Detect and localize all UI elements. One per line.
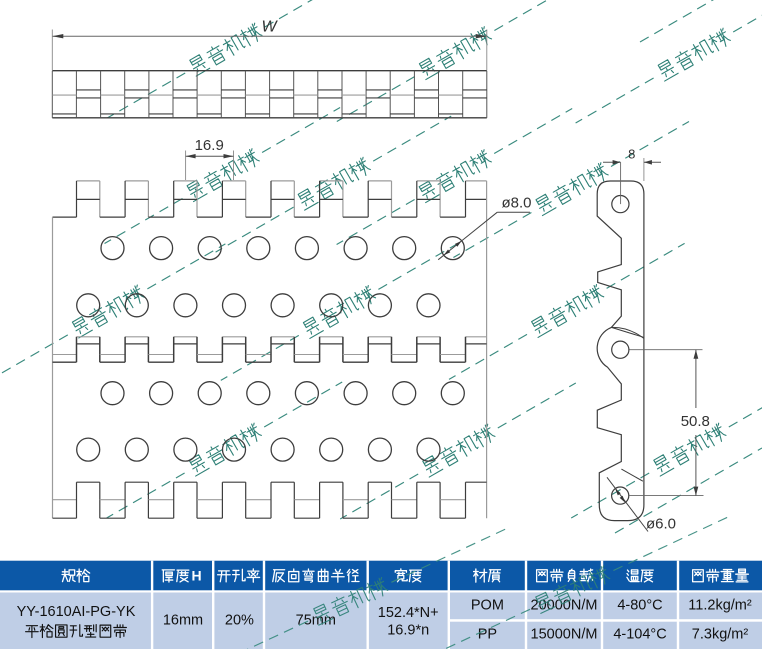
svg-text:4-80°C: 4-80°C	[617, 597, 662, 613]
svg-text:11.2kg/m²: 11.2kg/m²	[688, 597, 752, 613]
svg-text:16.9: 16.9	[195, 137, 224, 154]
svg-text:H: H	[191, 568, 201, 584]
svg-text:75mm: 75mm	[296, 613, 336, 629]
svg-text:50.8: 50.8	[681, 413, 710, 430]
svg-text:YY-1610AI-PG-YK: YY-1610AI-PG-YK	[17, 604, 136, 620]
svg-text:ø6.0: ø6.0	[646, 515, 676, 532]
svg-text:PP: PP	[478, 627, 497, 643]
svg-text:ø8.0: ø8.0	[501, 195, 531, 212]
svg-text:8: 8	[628, 147, 635, 162]
svg-text:POM: POM	[471, 597, 504, 613]
svg-text:W: W	[261, 19, 278, 36]
svg-text:15000N/M: 15000N/M	[531, 627, 598, 643]
svg-text:20%: 20%	[225, 613, 254, 629]
svg-text:16.9*n: 16.9*n	[387, 623, 429, 639]
svg-text:20000N/M: 20000N/M	[531, 597, 598, 613]
svg-text:4-104°C: 4-104°C	[613, 627, 666, 643]
svg-text:152.4*N+: 152.4*N+	[378, 605, 439, 621]
svg-text:7.3kg/m²: 7.3kg/m²	[692, 627, 749, 643]
svg-text:16mm: 16mm	[163, 613, 203, 629]
